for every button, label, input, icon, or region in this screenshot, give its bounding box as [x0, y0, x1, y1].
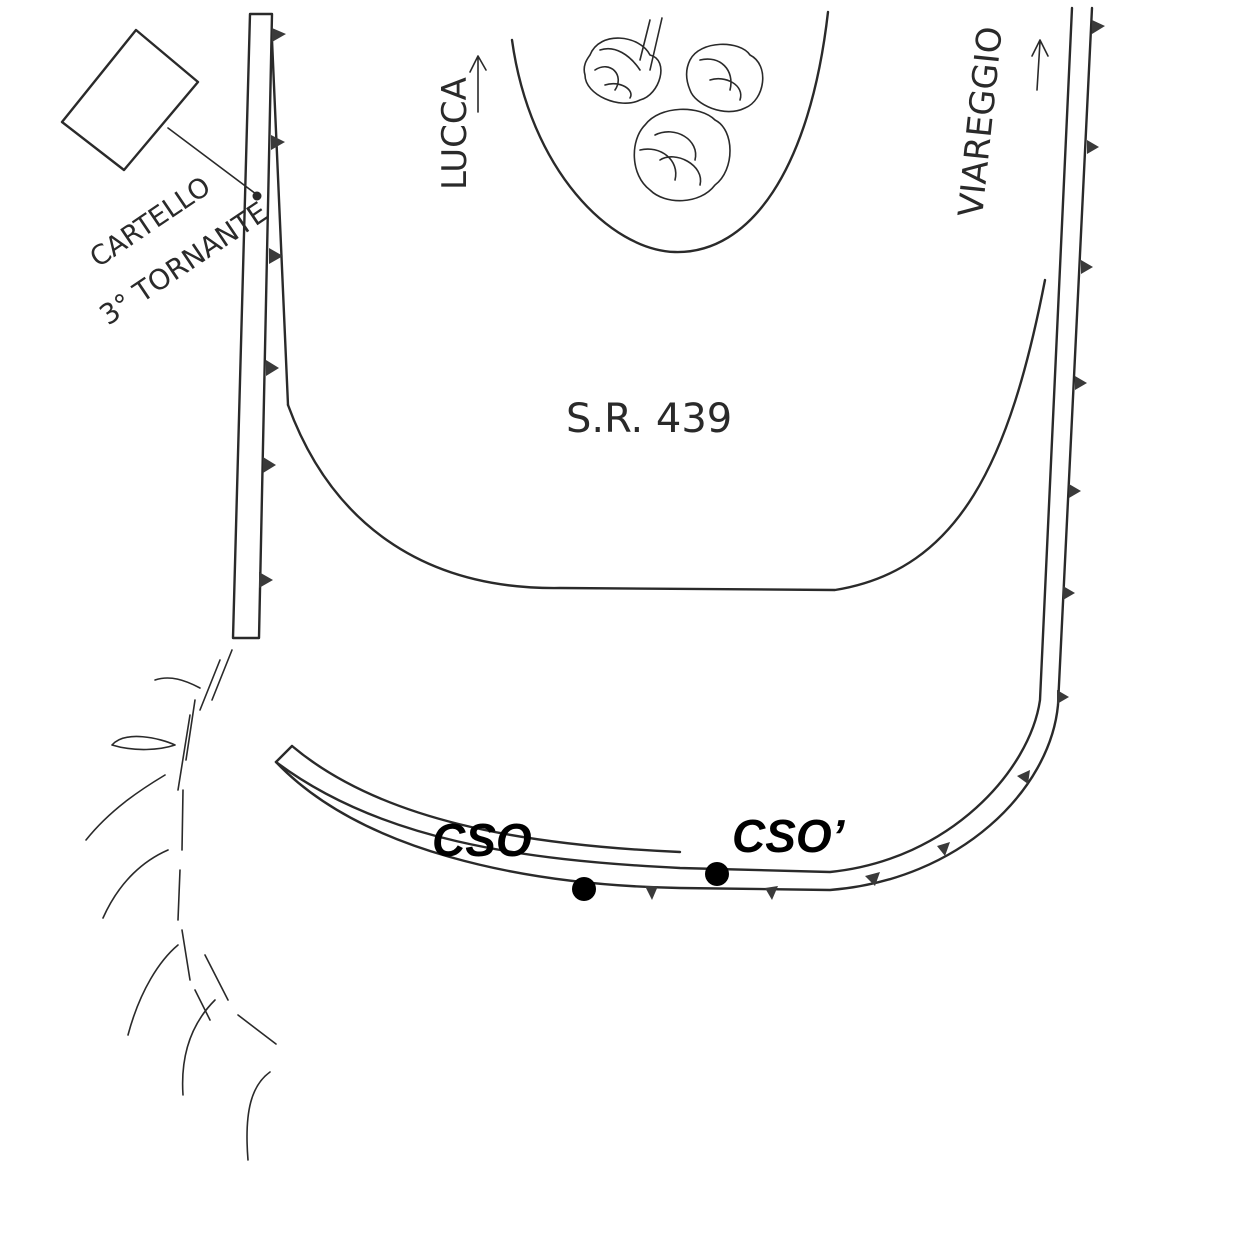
point-cso-label: CSO: [432, 814, 532, 866]
sign-pole-dot: [252, 191, 262, 201]
tree-icon: [85, 649, 277, 1161]
arrow-up-icon: [1031, 39, 1049, 91]
direction-viareggio: VIAREGGIO: [951, 25, 1049, 219]
filled-circle-icon: [705, 862, 729, 886]
inner-road-edge: [286, 278, 1047, 592]
sign-board: [60, 28, 262, 201]
filled-circle-icon: [572, 877, 596, 901]
left-guardrail: [231, 12, 290, 640]
left-guardrail-posts: [259, 28, 286, 588]
direction-lucca: LUCCA: [435, 55, 487, 190]
direction-lucca-label: LUCCA: [435, 77, 475, 190]
right-guardrail: [274, 6, 1094, 892]
right-guardrail-posts: [645, 20, 1105, 900]
point-cso-prime: CSO’: [705, 810, 846, 886]
direction-viareggio-label: VIAREGGIO: [951, 25, 1011, 219]
point-cso: CSO: [432, 814, 596, 901]
central-island: [510, 10, 830, 254]
arrow-up-icon: [469, 55, 487, 113]
point-cso-prime-label: CSO’: [732, 810, 846, 862]
road-name-label: S.R. 439: [566, 396, 732, 442]
bushes: [583, 17, 764, 202]
